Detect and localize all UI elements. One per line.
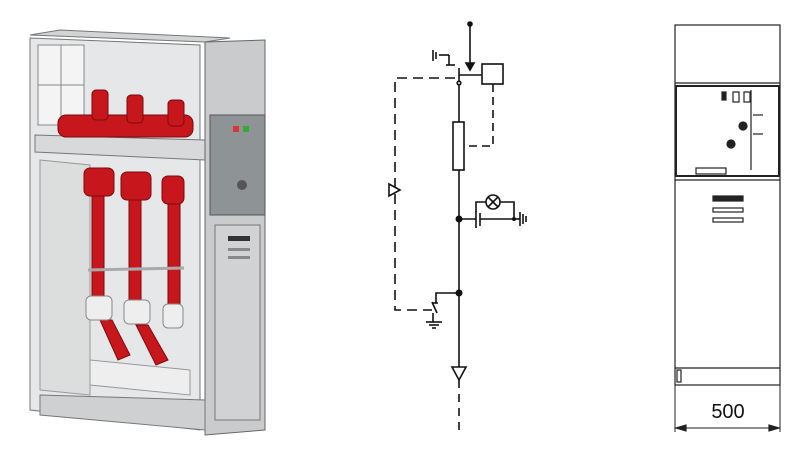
top-insulators <box>57 89 194 138</box>
earth-icon <box>514 212 527 226</box>
cabinet-3d-view <box>29 29 266 436</box>
earth-icon <box>432 50 455 66</box>
door-slot <box>712 207 744 213</box>
mechanical-interlock-dashed <box>394 77 455 311</box>
door-handle <box>228 236 250 241</box>
cable-termination-icon <box>450 366 468 382</box>
mimic-symbol <box>732 91 740 103</box>
load-switch-box <box>481 63 504 85</box>
door-slot <box>712 217 744 223</box>
operating-knob <box>237 180 247 190</box>
earthing-switch-lead <box>435 292 459 303</box>
foot-bracket <box>676 369 682 383</box>
lamp-icon <box>485 194 501 210</box>
door-handle <box>712 195 744 202</box>
fuse-trip-dashed <box>464 84 494 147</box>
indicator-red <box>233 126 239 132</box>
width-dimension-label: 500 <box>711 401 744 423</box>
front-view <box>673 24 782 432</box>
control-compartment <box>675 85 780 177</box>
earthing-switch-blade <box>431 301 438 314</box>
indicator-green <box>243 126 249 132</box>
arrow-icon <box>673 424 687 432</box>
arrow-icon <box>464 62 476 72</box>
fuse-insulators <box>83 167 185 366</box>
fuse-symbol <box>452 121 465 171</box>
contact-point <box>456 80 462 86</box>
lower-door <box>214 224 261 421</box>
arrow-icon <box>768 424 782 432</box>
earth-icon <box>426 321 442 329</box>
single-line-diagram <box>388 21 527 435</box>
cabinet-outline <box>674 24 781 386</box>
side-wall <box>39 159 91 396</box>
mimic-symbol <box>743 91 751 103</box>
top-vent-grid <box>37 44 85 126</box>
door-slot <box>228 256 250 259</box>
top-beam <box>29 29 231 43</box>
triangle-icon <box>388 182 402 198</box>
operating-shaft-icon <box>726 139 736 149</box>
base <box>39 394 206 431</box>
operating-shaft-icon <box>738 121 748 131</box>
mimic-symbol <box>721 91 727 101</box>
base-plate <box>89 359 191 396</box>
terminal-strip <box>695 167 727 175</box>
door-slot <box>228 248 250 251</box>
